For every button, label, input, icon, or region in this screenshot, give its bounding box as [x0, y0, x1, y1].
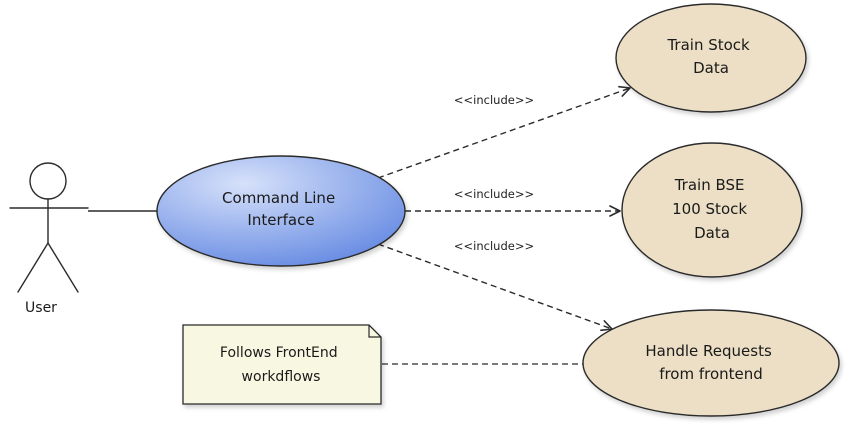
use-case-label-line: Interface	[247, 211, 314, 229]
include-arrow-handle-requests	[377, 243, 613, 332]
note[interactable]: Follows FrontEnd workdflows	[182, 324, 382, 405]
use-case-command-line-interface[interactable]: Command Line Interface	[156, 155, 406, 267]
actor-legs	[17, 242, 79, 293]
use-case-train-bse-100-stock-data[interactable]: Train BSE 100 Stock Data	[621, 142, 803, 278]
include-label-3: <<include>>	[454, 239, 534, 253]
note-body	[182, 324, 382, 405]
include-arrow-train-stock	[377, 85, 631, 179]
use-case-ellipse	[582, 309, 840, 417]
use-case-label-line: Handle Requests	[645, 342, 772, 360]
svg-text:Train Stock Data: Train Stock Data	[666, 36, 754, 77]
use-case-ellipse	[621, 142, 803, 278]
use-case-label-line: Command Line	[222, 189, 335, 207]
svg-text:Handle Requests from fro: Handle Requests from frontend	[645, 342, 776, 383]
actor-head	[29, 162, 67, 200]
actor-label: User	[25, 300, 57, 316]
use-case-label-line: from frontend	[659, 365, 763, 383]
svg-text:Follows FrontEnd workdfl: Follows FrontEnd workdflows	[220, 345, 342, 385]
actor-user[interactable]	[9, 162, 89, 293]
include-label-2: <<include>>	[454, 187, 534, 201]
use-case-label-line: Train BSE	[674, 176, 745, 194]
note-fold	[368, 325, 381, 338]
use-case-label-line: Train Stock	[666, 36, 750, 54]
svg-text:Train BSE 100 Stock: Train BSE 100 Stock Data	[672, 176, 752, 242]
note-line: workdflows	[242, 369, 321, 385]
note-line: Follows FrontEnd	[220, 345, 338, 361]
use-case-label-line: Data	[693, 59, 729, 77]
use-case-handle-requests[interactable]: Handle Requests from frontend	[582, 309, 840, 417]
use-case-label-line: 100 Stock	[672, 200, 747, 218]
use-case-ellipse	[156, 155, 406, 267]
use-case-label-line: Data	[694, 224, 730, 242]
use-case-ellipse	[615, 3, 807, 113]
svg-text:Command Line Interface: Command Line Interface	[222, 189, 340, 229]
include-label-1: <<include>>	[454, 93, 534, 107]
use-case-train-stock-data[interactable]: Train Stock Data	[615, 3, 807, 113]
